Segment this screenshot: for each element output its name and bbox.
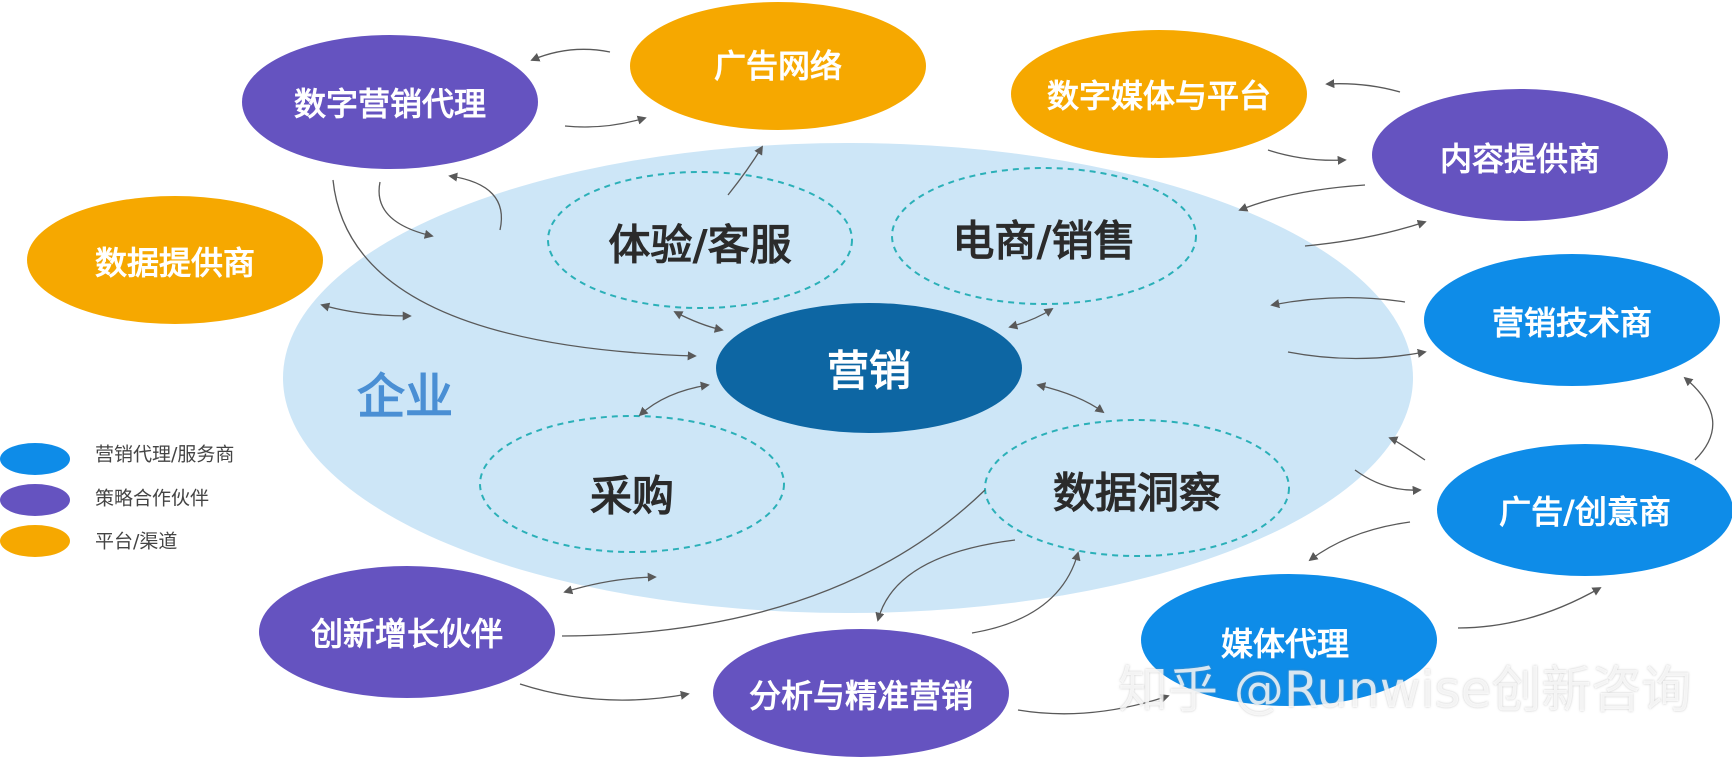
core-label: 营销 [826, 346, 912, 396]
connector [971, 551, 1081, 634]
media-agency-label: 媒体代理 [1220, 625, 1350, 663]
procurement-ring [479, 415, 785, 553]
legend-dot-strategy [0, 484, 70, 516]
connector [1304, 219, 1427, 247]
connector [563, 572, 657, 595]
connector [727, 145, 763, 196]
procurement-label: 采购 [589, 471, 675, 521]
connector [638, 381, 710, 417]
martech-ellipse [1424, 254, 1720, 386]
data-provider-ellipse [27, 196, 323, 324]
connector [561, 489, 986, 637]
connector [332, 179, 697, 361]
connector [1388, 436, 1426, 461]
content-provider-label: 内容提供商 [1439, 140, 1601, 178]
connector [448, 172, 502, 231]
content-provider-ellipse [1372, 89, 1668, 221]
connector [530, 48, 611, 62]
analytics-ellipse [713, 629, 1009, 757]
connector [1036, 382, 1105, 414]
enterprise-label: 企业 [356, 369, 454, 425]
legend-dot-service [0, 443, 70, 475]
ad-network-label: 广告网络 [713, 47, 843, 85]
data-provider-label: 数据提供商 [94, 244, 256, 282]
connector [1238, 184, 1366, 212]
legend-label-service: 营销代理/服务商 [95, 443, 235, 466]
connector [1683, 376, 1714, 461]
connector [1457, 587, 1602, 629]
connector [378, 181, 434, 239]
connector [673, 311, 724, 333]
legend-label-platform: 平台/渠道 [95, 530, 178, 553]
martech-label: 营销技术商 [1491, 304, 1653, 342]
connector [1267, 149, 1347, 165]
connector [519, 683, 690, 701]
digital-media-ellipse [1011, 30, 1307, 158]
insight-label: 数据洞察 [1052, 468, 1222, 518]
ecommerce-ring [891, 167, 1197, 305]
connector [1270, 297, 1406, 309]
connector [1325, 79, 1401, 93]
connector [564, 115, 647, 128]
connectors [320, 48, 1714, 715]
connector [1008, 308, 1054, 330]
connector [320, 302, 412, 321]
innovation-partner-label: 创新增长伙伴 [310, 615, 504, 653]
creative-label: 广告/创意商 [1499, 493, 1671, 531]
connector [1287, 348, 1427, 360]
connector [1308, 521, 1411, 562]
legend-label-strategy: 策略合作伙伴 [95, 487, 210, 510]
watermark: 知乎 @Runwise创新咨询 [1118, 661, 1692, 719]
experience-label: 体验/客服 [608, 220, 792, 270]
analytics-label: 分析与精准营销 [748, 677, 974, 715]
media-agency-ellipse [1141, 574, 1437, 706]
ad-network-ellipse [630, 2, 926, 130]
connector [1354, 469, 1422, 495]
insight-ring [984, 419, 1290, 557]
digital-media-label: 数字媒体与平台 [1046, 77, 1272, 115]
ecommerce-label: 电商/销售 [952, 216, 1136, 266]
legend-dot-platform [0, 525, 70, 557]
connector [1017, 693, 1170, 715]
innovation-partner-ellipse [259, 566, 555, 698]
experience-ring [547, 171, 853, 309]
connector [875, 539, 1016, 622]
creative-ellipse [1437, 444, 1732, 576]
digital-agency-label: 数字营销代理 [293, 85, 487, 123]
core-ellipse [716, 303, 1022, 433]
digital-agency-ellipse [242, 35, 538, 169]
